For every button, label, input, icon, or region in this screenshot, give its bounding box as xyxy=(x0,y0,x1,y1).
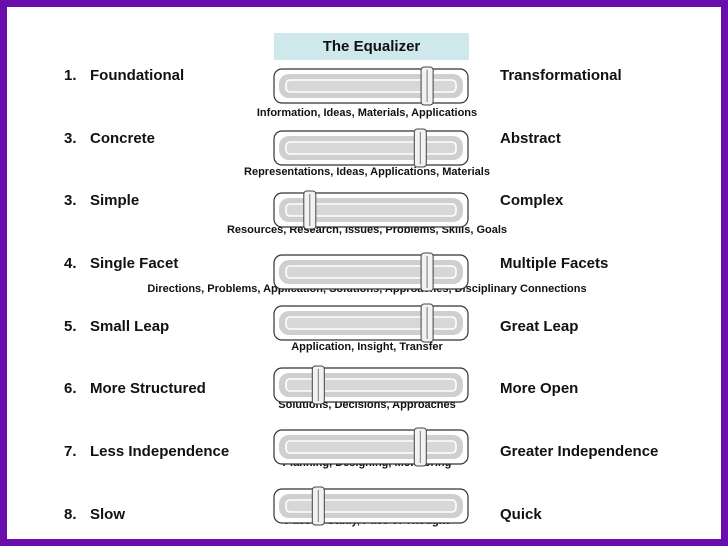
left-pole-label: 5. Small Leap xyxy=(64,318,169,336)
item-number: 5. xyxy=(64,318,77,335)
slider-groove xyxy=(285,203,457,217)
right-pole-label: Complex xyxy=(500,192,564,209)
slider-groove xyxy=(285,499,457,513)
equalizer-slider[interactable] xyxy=(273,190,469,230)
equalizer-slider[interactable] xyxy=(273,66,469,106)
right-pole-label: More Open xyxy=(500,380,579,397)
item-number: 3. xyxy=(64,130,77,147)
left-pole-text: Single Facet xyxy=(90,255,179,272)
left-pole-label: 3. Concrete xyxy=(64,130,155,148)
slider-groove xyxy=(285,378,457,392)
equalizer-slider[interactable] xyxy=(273,365,469,405)
left-pole-text: Small Leap xyxy=(90,318,170,335)
equalizer-slider[interactable] xyxy=(273,252,469,292)
slider-groove xyxy=(285,316,457,330)
dimension-description: Application, Insight, Transfer xyxy=(291,341,443,353)
item-number: 8. xyxy=(64,506,77,523)
right-pole-label: Transformational xyxy=(500,67,622,84)
slider-groove xyxy=(285,79,457,93)
slider-groove xyxy=(285,141,457,155)
left-pole-label: 1. Foundational xyxy=(64,67,184,85)
left-pole-text: Concrete xyxy=(90,130,156,147)
item-number: 4. xyxy=(64,255,77,272)
equalizer-slider[interactable] xyxy=(273,427,469,467)
slider-groove xyxy=(285,265,457,279)
item-number: 3. xyxy=(64,192,77,209)
left-pole-label: 6. More Structured xyxy=(64,380,206,398)
dimension-description: Information, Ideas, Materials, Applicati… xyxy=(256,107,478,119)
diagram-title: The Equalizer xyxy=(274,33,469,60)
equalizer-slider[interactable] xyxy=(273,486,469,526)
left-pole-label: 4. Single Facet xyxy=(64,255,178,273)
left-pole-text: Less Independence xyxy=(90,443,230,460)
equalizer-slider[interactable] xyxy=(273,303,469,343)
left-pole-label: 8. Slow xyxy=(64,506,125,524)
item-number: 1. xyxy=(64,67,77,84)
right-pole-label: Quick xyxy=(500,506,542,523)
left-pole-label: 3. Simple xyxy=(64,192,139,210)
item-number: 6. xyxy=(64,380,77,397)
left-pole-label: 7. Less Independence xyxy=(64,443,229,461)
right-pole-label: Greater Independence xyxy=(500,443,659,460)
right-pole-label: Multiple Facets xyxy=(500,255,609,272)
equalizer-slider[interactable] xyxy=(273,128,469,168)
right-pole-label: Great Leap xyxy=(500,318,579,335)
left-pole-text: Slow xyxy=(90,506,126,523)
left-pole-text: Foundational xyxy=(90,67,185,84)
dimension-description: Representations, Ideas, Applications, Ma… xyxy=(244,166,490,178)
right-pole-label: Abstract xyxy=(500,130,561,147)
left-pole-text: More Structured xyxy=(90,380,206,397)
item-number: 7. xyxy=(64,443,77,460)
slider-groove xyxy=(285,440,457,454)
left-pole-text: Simple xyxy=(90,192,140,209)
